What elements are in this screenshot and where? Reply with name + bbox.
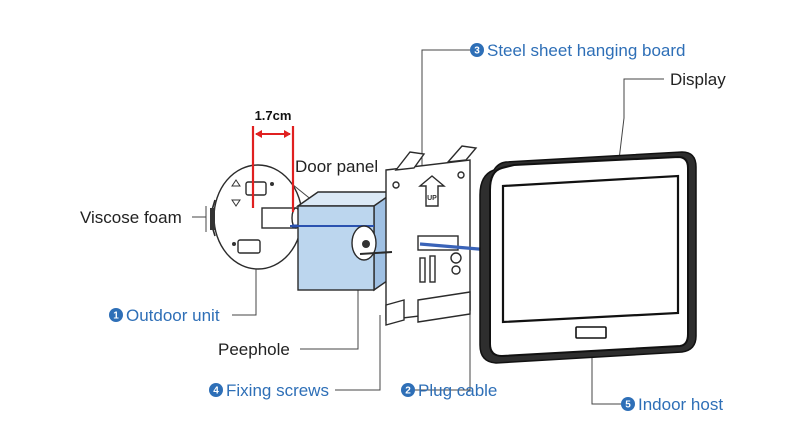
leader-steel-board [421, 49, 470, 190]
label-outdoor-unit: Outdoor unit [126, 306, 220, 325]
door-panel [290, 190, 397, 292]
outdoor-unit-button-bottom [237, 239, 261, 254]
dimension-marker: 1.7cm [251, 108, 295, 212]
badge-steel-board-num: 3 [474, 46, 480, 57]
arrow-down-icon [231, 199, 241, 207]
leader-display [615, 78, 664, 186]
badge-indoor-host [621, 397, 635, 411]
board-hook-left [394, 151, 426, 171]
display-screen [501, 174, 680, 324]
label-display: Display [670, 70, 726, 89]
up-arrow-text: UP [427, 195, 437, 202]
dimension-label: 1.7cm [255, 108, 292, 123]
label-indoor-host: Indoor host [638, 395, 723, 414]
steel-sheet-hanging-board: UP [351, 145, 491, 326]
labels: 3 Steel sheet hanging board Display Door… [80, 41, 726, 414]
screw-dot-icon [232, 242, 236, 246]
leader-outdoor-unit [232, 264, 257, 316]
badge-outdoor-unit [109, 308, 123, 322]
board-hole [457, 171, 465, 179]
board-tab-right [417, 291, 471, 323]
label-steel-board: Steel sheet hanging board [487, 41, 686, 60]
fixing-screws-icon [419, 252, 462, 283]
peephole-tube [359, 251, 393, 255]
board-hole [392, 181, 400, 189]
peephole-icon [362, 240, 370, 248]
label-viscose-foam: Viscose foam [80, 208, 182, 227]
label-door-panel: Door panel [295, 157, 378, 176]
badge-fixing-screws-num: 4 [213, 386, 219, 397]
badge-steel-board [470, 43, 484, 57]
board-hook-right [446, 145, 478, 163]
outdoor-unit [210, 164, 306, 270]
label-peephole: Peephole [218, 340, 290, 359]
indoor-host-button [575, 326, 607, 339]
dimension-arrowhead-left [255, 130, 262, 138]
badge-plug-cable [401, 383, 415, 397]
board-tab-left [385, 299, 405, 326]
indoor-display [479, 151, 697, 364]
badge-fixing-screws [209, 383, 223, 397]
label-plug-cable: Plug cable [418, 381, 497, 400]
viscose-foam-strip [210, 208, 215, 230]
leader-fixing-screws [335, 315, 381, 391]
badge-indoor-host-num: 5 [625, 400, 631, 411]
screw-dot-icon [270, 182, 274, 186]
label-fixing-screws: Fixing screws [226, 381, 329, 400]
dimension-arrowhead-right [284, 130, 291, 138]
plug-cable-line [419, 242, 491, 252]
badge-plug-cable-num: 2 [405, 386, 411, 397]
arrow-up-icon [231, 179, 241, 187]
up-arrow-icon [418, 175, 446, 207]
badge-outdoor-unit-num: 1 [113, 311, 119, 322]
leader-indoor-host [591, 338, 622, 405]
outdoor-unit-button-top [245, 181, 267, 196]
